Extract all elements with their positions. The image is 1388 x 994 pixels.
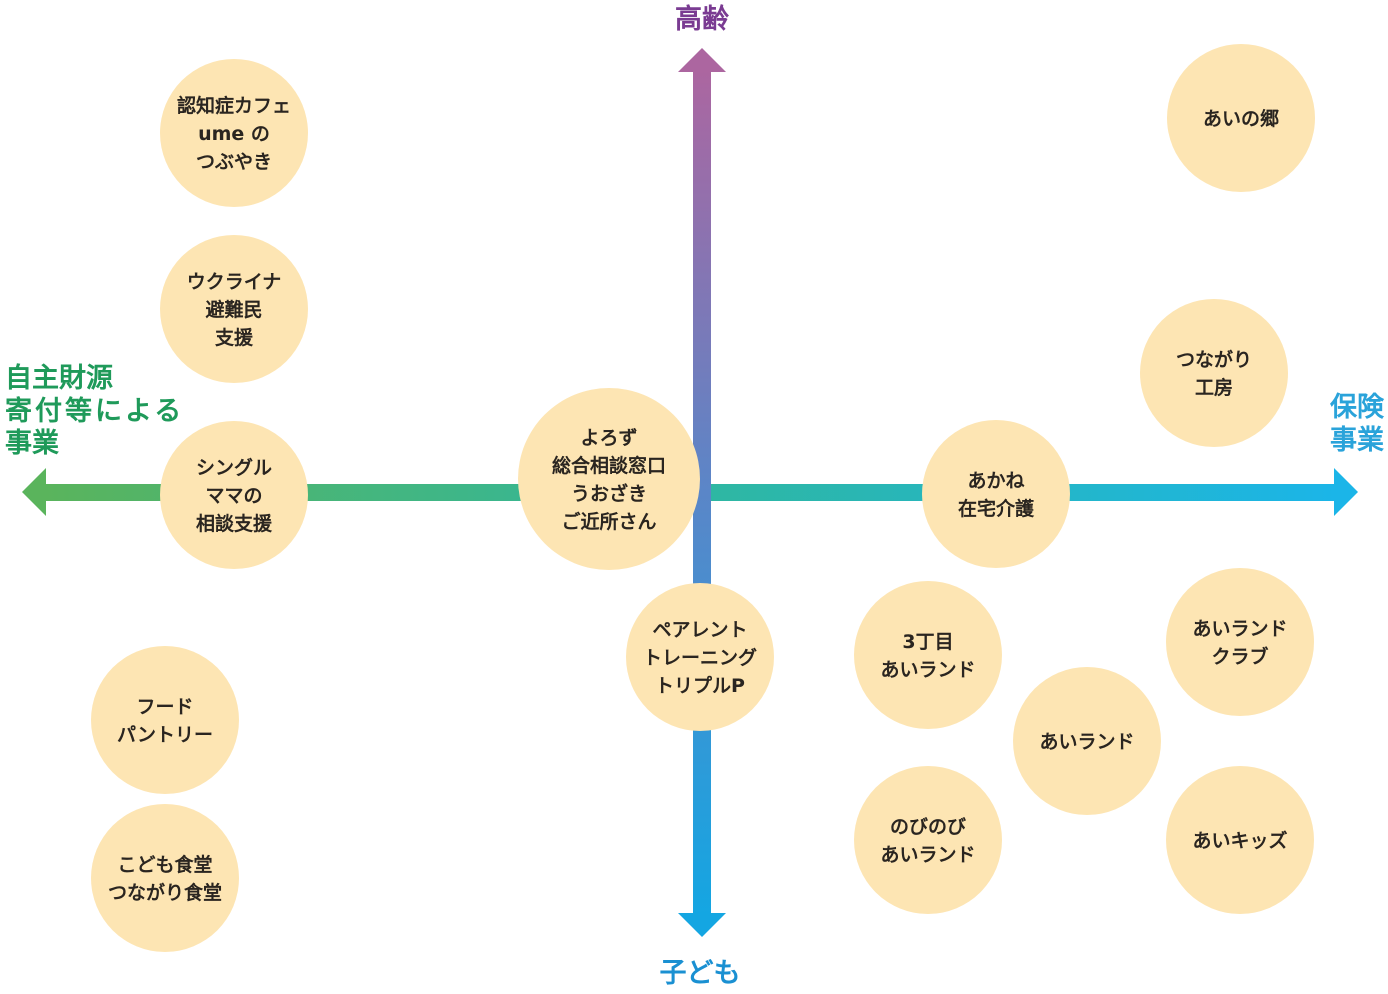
node-label-line: 相談支援: [196, 512, 273, 535]
node-label-line: つながり: [1176, 348, 1252, 371]
node-label-line: あいキッズ: [1192, 829, 1287, 852]
node-label-line: ウクライナ: [187, 271, 282, 293]
node-label-line: クラブ: [1211, 645, 1268, 668]
node-label-line: 避難民: [205, 298, 262, 321]
node-label-line: 工房: [1195, 376, 1233, 399]
node-circle: [160, 421, 308, 569]
node-circle: [91, 804, 239, 952]
node-label-line: 支援: [214, 326, 254, 349]
node-circle: [518, 388, 700, 570]
node-label-line: あいランド: [880, 659, 975, 681]
node-circle: [160, 59, 308, 207]
node-label-line: あいの郷: [1203, 107, 1279, 130]
axis-label-right-line: 事業: [1330, 425, 1384, 456]
node-circle: [1167, 44, 1315, 192]
node-label-line: ご近所さん: [561, 510, 656, 533]
axis-label-top: 高齢: [675, 3, 729, 35]
node-label-line: ペアレント: [652, 619, 747, 641]
node-circle: [922, 420, 1070, 568]
node-ailand: あいランド: [1013, 667, 1161, 815]
node-circle: [91, 646, 239, 794]
node-label-line: つぶやき: [196, 151, 272, 173]
node-label-line: フード: [136, 696, 193, 718]
node-label-line: あいランド: [880, 844, 975, 866]
node-circle: [1013, 667, 1161, 815]
node-label-line: 3丁目: [902, 631, 953, 653]
node-label-line: あかね: [967, 470, 1024, 492]
bottom-arrowhead: [678, 913, 726, 937]
top-arrowhead: [678, 48, 726, 72]
node-circle: [854, 766, 1002, 914]
left-arrowhead: [22, 468, 46, 516]
node-circle: [854, 581, 1002, 729]
right-arrowhead: [1334, 468, 1358, 516]
node-aikids: あいキッズ: [1166, 766, 1314, 914]
axis-label-left-line: 自主財源: [5, 362, 113, 394]
node-label-line: のびのび: [890, 816, 966, 838]
axis-label-right-line: 保険: [1329, 392, 1385, 423]
node-label-line: あいランド: [1192, 618, 1287, 640]
node-label-line: こども食堂: [117, 853, 212, 876]
axis-label-bottom: 子ども: [660, 958, 741, 989]
axis-label-left: 自主財源 寄付等による 事業: [5, 362, 184, 459]
nodes: 認知症カフェ ume のつぶやきウクライナ避難民支援シングルママの相談支援フードパ…: [91, 44, 1315, 952]
node-label-line: ume の: [198, 123, 270, 145]
node-label-line: トリプルP: [655, 674, 745, 697]
node-circle: [1166, 568, 1314, 716]
node-circle: [160, 235, 308, 383]
node-label-line: 認知症カフェ: [177, 94, 291, 117]
node-label-line: 在宅介護: [958, 497, 1035, 520]
axis-label-left-line: 事業: [5, 428, 59, 459]
node-label-line: シングル: [196, 456, 272, 479]
node-label-line: 総合相談窓口: [552, 454, 666, 477]
axis-label-right: 保険 事業: [1329, 392, 1385, 456]
axis-label-left-line: 寄付等による: [5, 395, 184, 427]
node-label-line: つながり食堂: [108, 881, 222, 904]
node-label-line: ママの: [205, 485, 262, 507]
node-label-line: よろず: [580, 427, 637, 449]
node-ainosato: あいの郷: [1167, 44, 1315, 192]
node-label-line: うおざき: [571, 482, 647, 505]
node-label-line: パントリー: [117, 724, 213, 746]
node-label-line: トレーニング: [643, 646, 757, 669]
node-circle: [626, 583, 774, 731]
node-circle: [1166, 766, 1314, 914]
node-label-line: あいランド: [1039, 731, 1134, 753]
node-circle: [1140, 299, 1288, 447]
